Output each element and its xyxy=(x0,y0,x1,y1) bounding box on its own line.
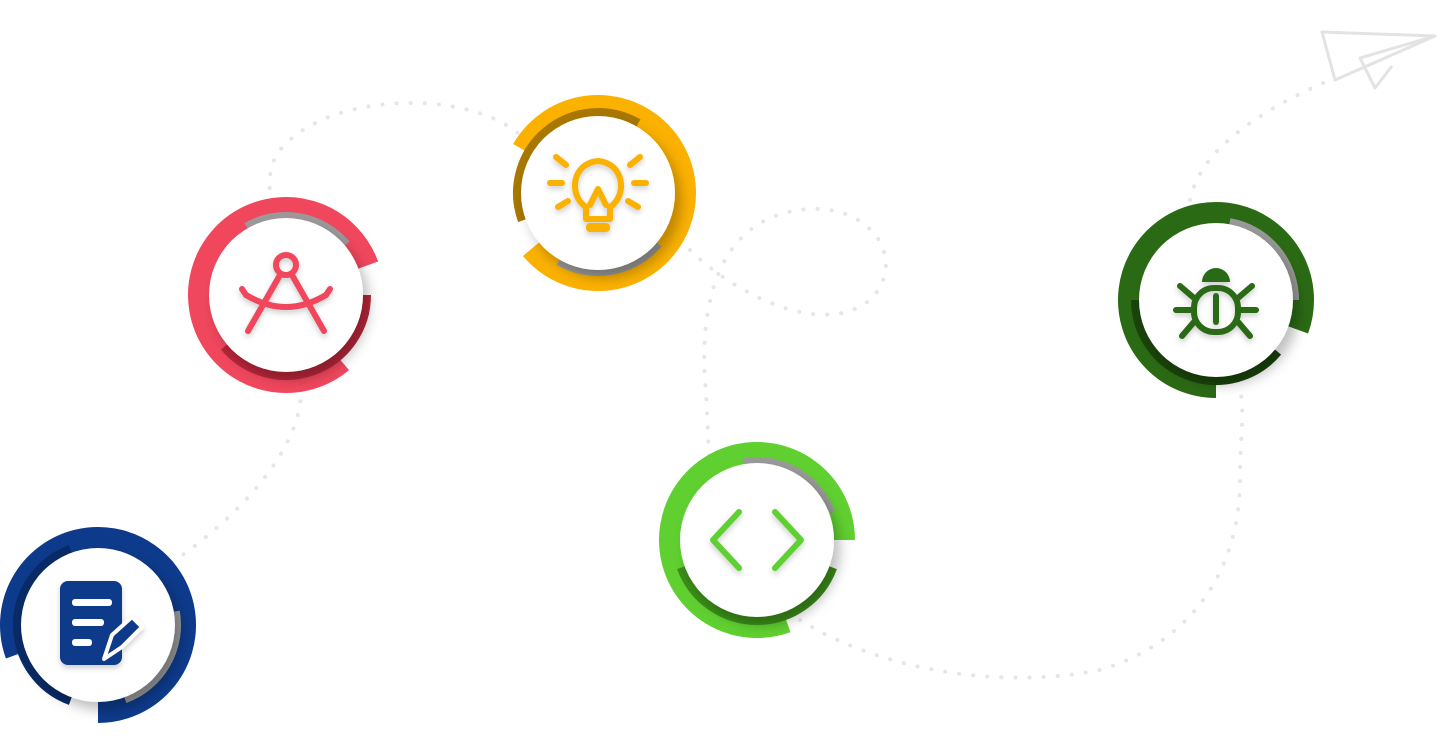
step-node-develop xyxy=(659,442,855,638)
code-icon xyxy=(710,509,804,571)
step-ring-plan xyxy=(0,527,196,723)
lightbulb-icon xyxy=(547,154,649,232)
step-disk-develop xyxy=(680,463,834,617)
document-edit-icon xyxy=(60,581,144,665)
step-node-test xyxy=(1118,202,1314,398)
step-ring-test xyxy=(1118,202,1314,398)
step-node-idea xyxy=(513,95,696,291)
step-disk-design xyxy=(209,218,363,372)
step-node-design xyxy=(188,197,379,393)
connector-path xyxy=(158,78,1332,680)
step-ring-idea xyxy=(513,95,696,291)
step-ring-develop xyxy=(659,442,855,638)
paper-plane-icon xyxy=(1320,30,1437,90)
step-ring-design xyxy=(188,197,379,393)
compass-icon xyxy=(239,252,333,334)
step-node-plan xyxy=(0,527,196,723)
bug-icon xyxy=(1173,268,1259,339)
